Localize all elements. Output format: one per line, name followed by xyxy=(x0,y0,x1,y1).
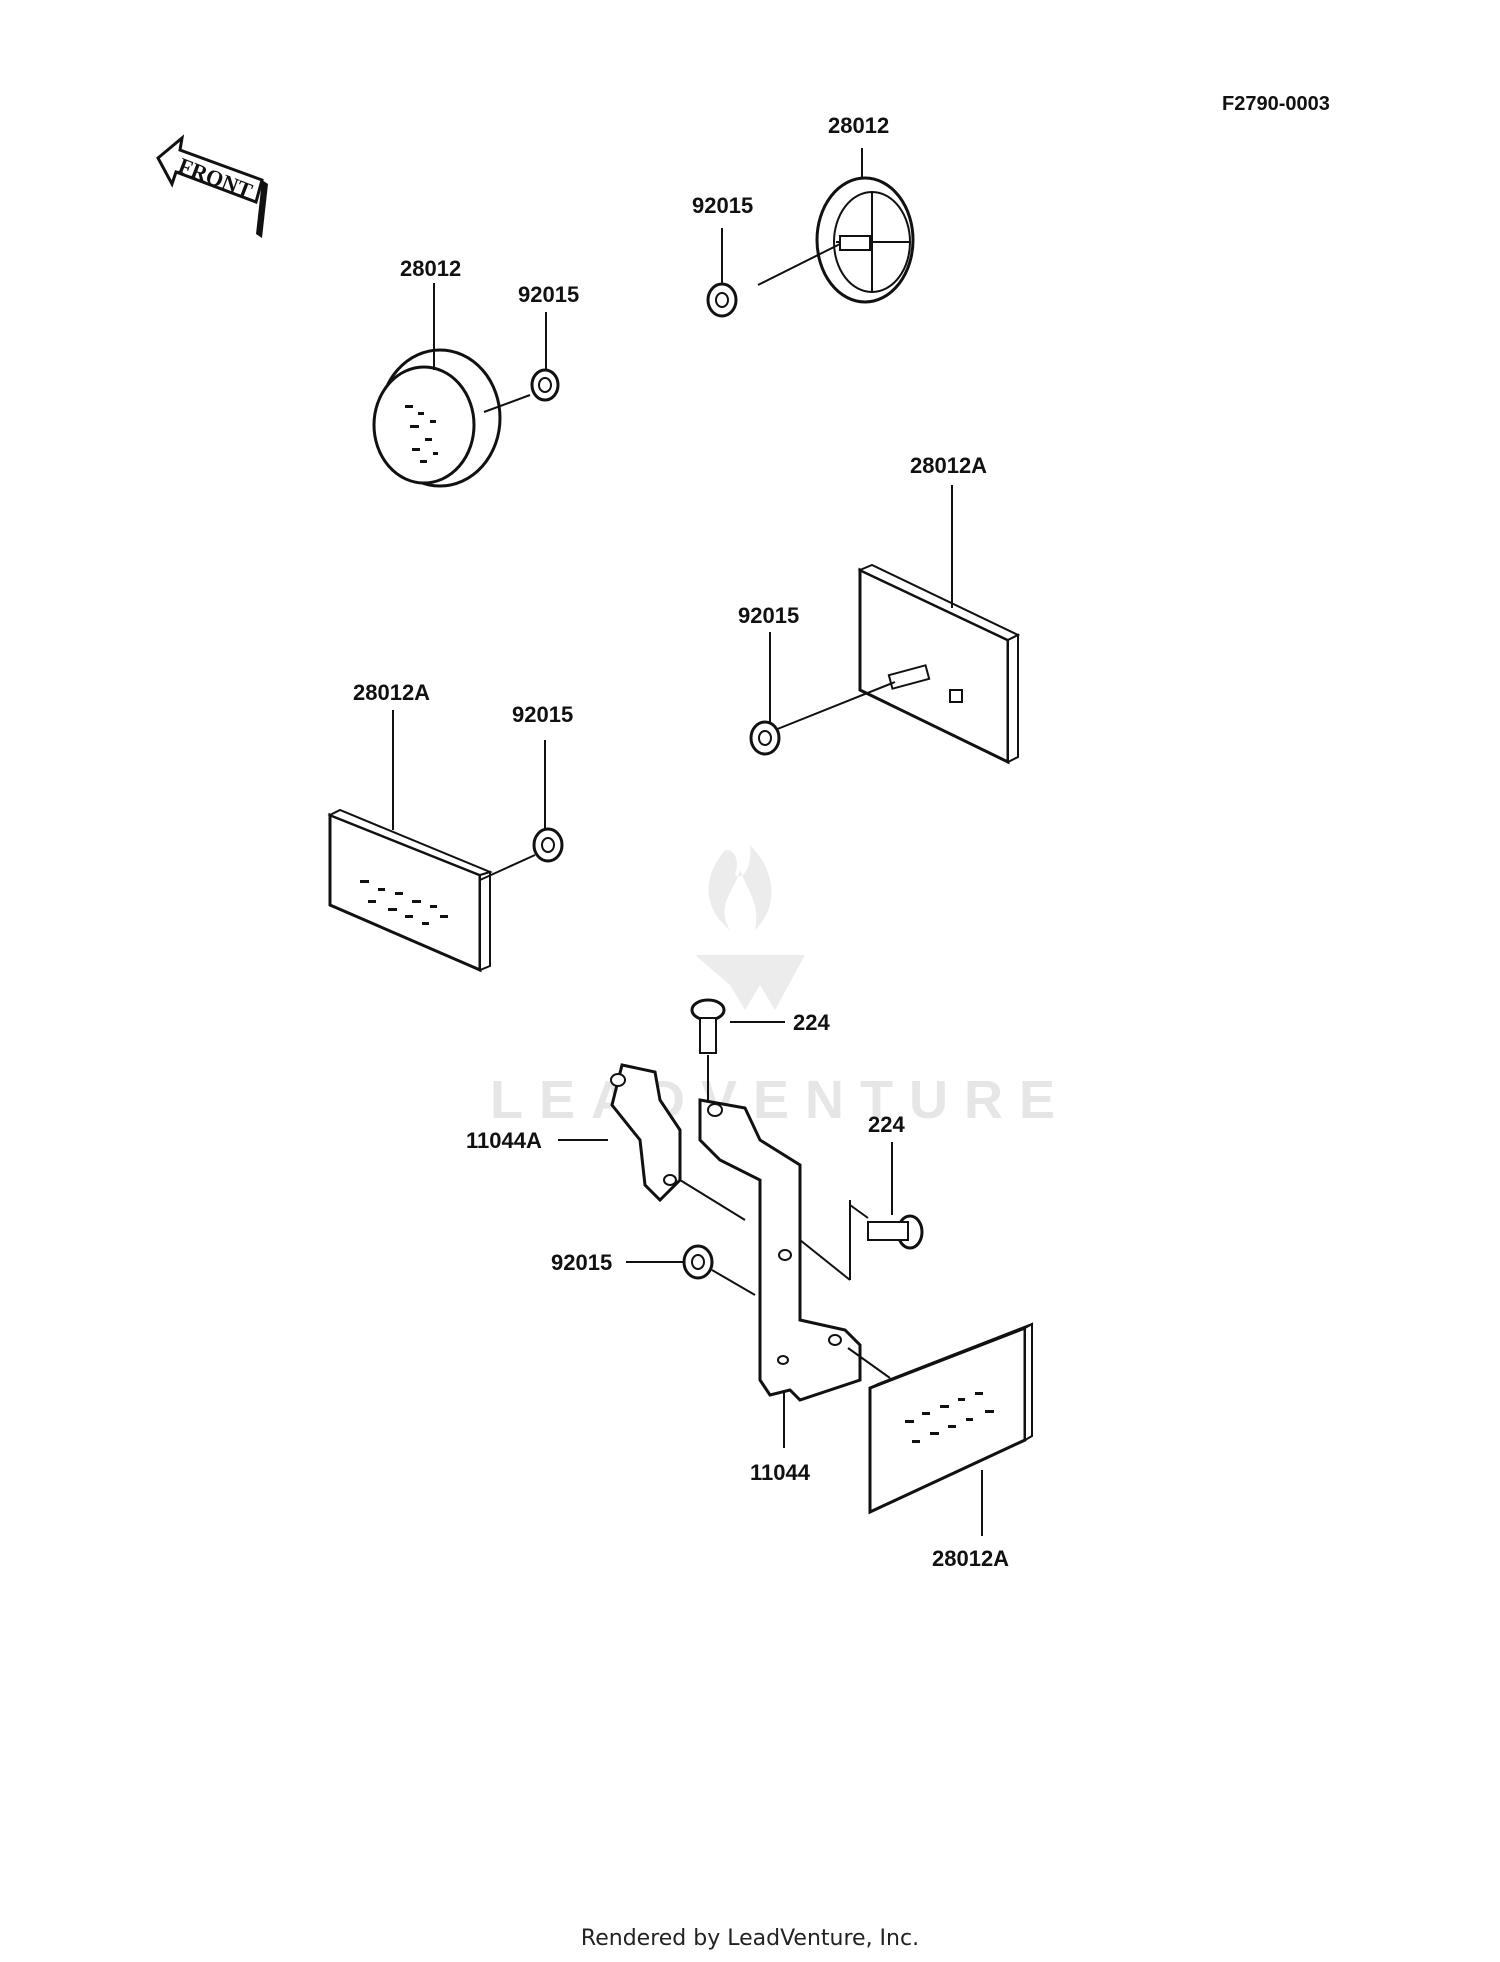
callout-92015-top-right: 92015 xyxy=(692,193,753,218)
callout-92015-left-mid: 92015 xyxy=(512,702,573,727)
callout-92015-lower: 92015 xyxy=(551,1250,612,1275)
flange-nut-left-mid xyxy=(532,827,564,863)
callout-92015-top-left: 92015 xyxy=(518,282,579,307)
watermark-text: LEADVENTURE xyxy=(490,1070,1071,1130)
callout-28012a-left: 28012A xyxy=(353,680,430,705)
front-label: FRONT xyxy=(175,153,256,204)
bracket-11044 xyxy=(679,1098,862,1402)
flange-nut-lower xyxy=(682,1244,714,1280)
round-reflector-right xyxy=(757,176,915,304)
bolt-upper xyxy=(690,998,726,1100)
callout-28012-top-right: 28012 xyxy=(828,113,889,138)
callout-28012-top-left: 28012 xyxy=(400,256,461,281)
watermark-logo: LEADVENTURE xyxy=(490,845,1071,1130)
flange-nut-right-mid xyxy=(749,720,781,756)
callout-28012a-right: 28012A xyxy=(910,453,987,478)
round-reflector-left xyxy=(372,348,531,488)
leader-lines xyxy=(392,148,983,1536)
callout-28012a-lower: 28012A xyxy=(932,1546,1009,1571)
callout-11044a: 11044A xyxy=(466,1128,542,1153)
footer-credit: Rendered by LeadVenture, Inc. xyxy=(580,1926,920,1951)
callout-11044: 11044 xyxy=(750,1460,811,1485)
rect-reflector-left xyxy=(327,808,536,973)
front-arrow: FRONT xyxy=(156,134,268,238)
flange-nut-right-top xyxy=(706,282,738,318)
rect-reflector-lower xyxy=(847,1322,1033,1515)
bracket-11044a xyxy=(610,1063,682,1203)
flange-nut-left-top xyxy=(530,368,560,402)
bolt-right xyxy=(849,1204,924,1250)
callout-92015-right-mid: 92015 xyxy=(738,603,799,628)
callout-224-right: 224 xyxy=(868,1112,905,1137)
callout-224-upper: 224 xyxy=(793,1010,830,1035)
rect-reflector-right xyxy=(774,563,1021,765)
diagram-code: F2790-0003 xyxy=(1222,93,1330,115)
